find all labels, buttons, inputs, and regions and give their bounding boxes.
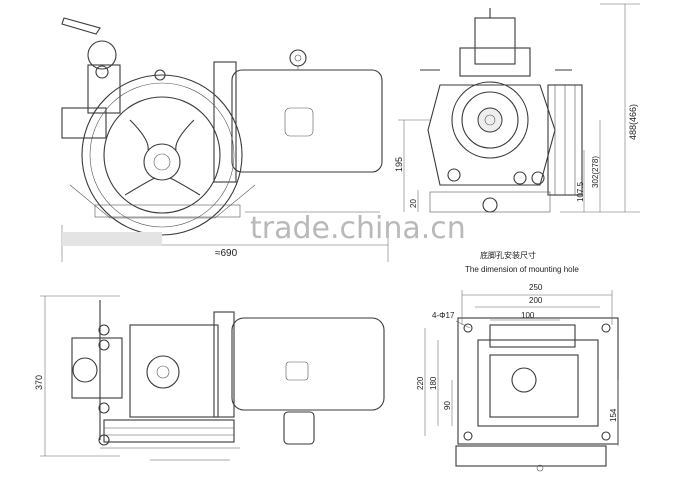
mounting-dimensions: 250 200 100 4-Φ17 220 180 90 154 bbox=[416, 283, 619, 446]
front-view bbox=[61, 17, 383, 236]
length-label: ≈690 bbox=[215, 248, 238, 259]
top-dimension: 370 bbox=[34, 295, 120, 457]
dim-488: 488(466) bbox=[628, 104, 638, 140]
dim-90: 90 bbox=[443, 401, 452, 410]
side-gear-housing bbox=[427, 84, 556, 186]
dim-220: 220 bbox=[416, 376, 425, 390]
side-dimensions: 195 20 107.5 302(278) 488(466) bbox=[394, 3, 640, 213]
dim-holes: 4-Φ17 bbox=[432, 311, 455, 320]
overall-length-dimension: ≈690 bbox=[61, 225, 389, 262]
brake-housing bbox=[87, 64, 121, 114]
top-brake bbox=[71, 337, 123, 399]
dim-195: 195 bbox=[394, 157, 404, 172]
top-gearbox bbox=[129, 324, 219, 418]
watermark: trade.china.cn bbox=[250, 211, 466, 246]
top-motor bbox=[231, 317, 385, 411]
gearbox-bracket bbox=[61, 107, 107, 139]
dim-107-5: 107.5 bbox=[576, 181, 585, 202]
mounting-view bbox=[455, 317, 619, 472]
top-sheave bbox=[103, 419, 235, 443]
side-view bbox=[420, 8, 583, 213]
dim-180: 180 bbox=[429, 376, 438, 390]
sheave-spokes bbox=[124, 119, 201, 196]
lifting-eye bbox=[289, 49, 307, 67]
dim-370: 370 bbox=[34, 375, 44, 390]
terminal-box bbox=[284, 107, 314, 137]
release-lever bbox=[61, 17, 101, 35]
mount-base bbox=[457, 317, 619, 445]
traction-sheave bbox=[81, 74, 243, 236]
mounting-caption-en: The dimension of mounting hole bbox=[465, 265, 579, 274]
base-frame bbox=[94, 204, 241, 218]
sheave-hub bbox=[143, 143, 181, 181]
motor-flange bbox=[213, 61, 237, 183]
dim-100: 100 bbox=[521, 311, 535, 320]
dim-20: 20 bbox=[409, 199, 418, 208]
brake-drum bbox=[87, 40, 117, 70]
mounting-caption-cn: 底脚孔安装尺寸 bbox=[480, 250, 536, 260]
dim-302: 302(278) bbox=[591, 156, 600, 188]
top-view bbox=[71, 300, 385, 461]
motor-body bbox=[231, 69, 383, 173]
side-base bbox=[429, 191, 551, 213]
side-sheave bbox=[451, 81, 529, 159]
dim-154: 154 bbox=[609, 408, 618, 422]
dim-200: 200 bbox=[529, 296, 543, 305]
dim-250: 250 bbox=[529, 283, 543, 292]
side-brake bbox=[474, 17, 516, 65]
